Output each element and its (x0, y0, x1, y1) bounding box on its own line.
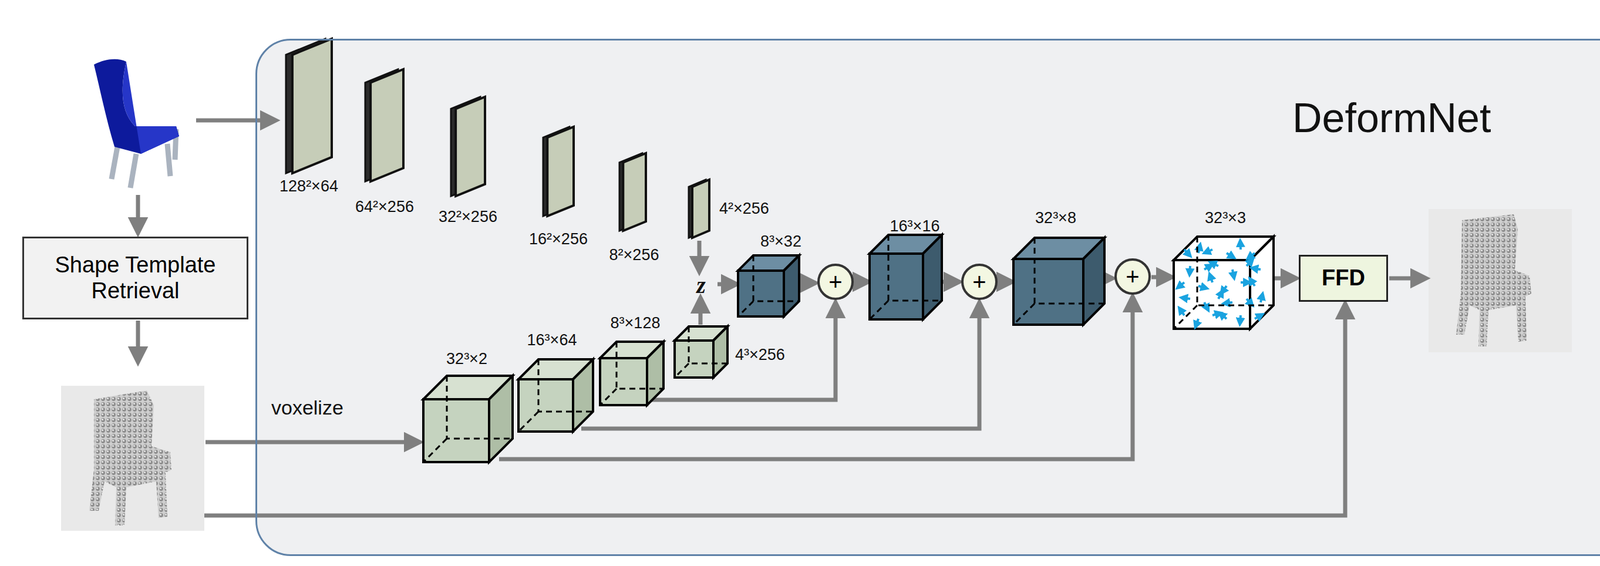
dimension-label: 32³×2 (446, 350, 488, 369)
tensor-cube (1173, 236, 1274, 329)
dimension-label: 16³×16 (890, 217, 941, 236)
ffd-box: FFD (1298, 254, 1389, 302)
tensor-cube (869, 234, 942, 320)
dimension-label: 32³×3 (1204, 209, 1246, 228)
feature-map (450, 96, 485, 197)
template-point-cloud (61, 385, 205, 531)
tensor-cube (1013, 237, 1105, 325)
dimension-label: 64²×256 (355, 198, 414, 217)
tensor-cube (674, 326, 728, 378)
latent-symbol: z (696, 272, 706, 299)
dimension-label: 128²×64 (279, 177, 339, 196)
dimension-label: 4²×256 (719, 200, 770, 218)
dimension-label: 32²×256 (438, 208, 498, 227)
node-text: + (972, 268, 986, 296)
node-text: + (828, 268, 842, 296)
feature-map (543, 126, 574, 217)
step-label: voxelize (271, 396, 344, 419)
tensor-cube (423, 375, 513, 463)
node-text: Shape Template Retrieval (24, 252, 247, 304)
tensor-cube (518, 359, 594, 432)
dimension-label: 16³×64 (527, 331, 578, 350)
feature-map (285, 38, 332, 174)
sum-circle: + (817, 263, 854, 301)
input-chair (93, 59, 180, 188)
sum-circle: + (961, 263, 998, 301)
node-text: + (1125, 263, 1140, 291)
dimension-label: 32³×8 (1035, 209, 1077, 228)
dimension-label: 8³×128 (610, 314, 661, 333)
deformnet-panel: DeformNet + + + FFD (255, 38, 1600, 557)
dimension-label: 8³×32 (760, 233, 802, 251)
process-box: Shape Template Retrieval (22, 236, 249, 320)
panel-ground (256, 39, 1600, 556)
feature-blocks (285, 38, 1274, 463)
dimension-label: 4³×256 (735, 346, 786, 365)
flow-arrows (137, 120, 1424, 516)
feature-map (365, 69, 404, 182)
dimension-label: 8²×256 (609, 246, 660, 265)
node-text: FFD (1321, 265, 1366, 292)
feature-map (688, 179, 710, 238)
node-text: DeformNet (1292, 94, 1491, 143)
tensor-cube (738, 255, 800, 317)
output-point-cloud (1428, 209, 1572, 353)
feature-map (619, 153, 646, 231)
dimension-label: 16²×256 (529, 230, 588, 249)
sum-circle: + (1114, 258, 1151, 295)
tensor-cube (600, 341, 664, 406)
